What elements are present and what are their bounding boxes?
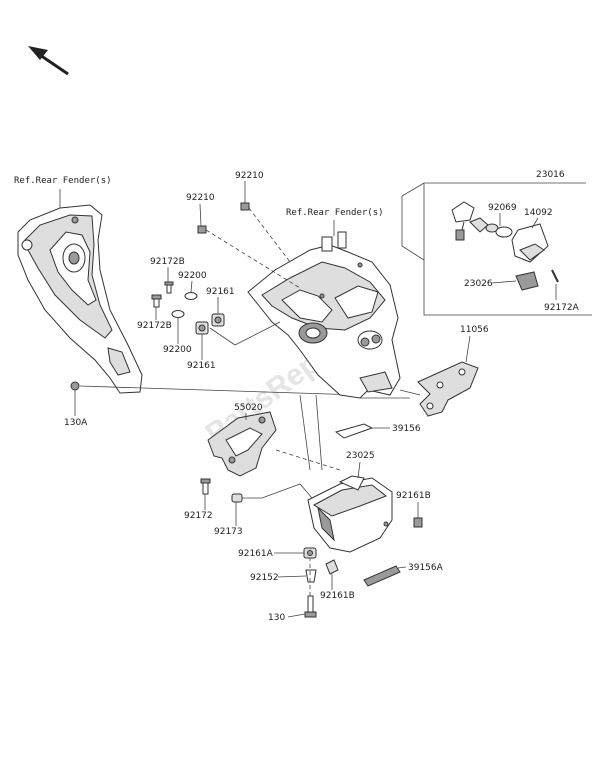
grommet-92161b-lower-part[interactable] — [325, 559, 339, 575]
arrow-up-left-icon — [28, 46, 69, 76]
bracket-55020-part[interactable] — [207, 411, 277, 477]
washer-92200-lower-part[interactable] — [171, 310, 185, 318]
label-ref-rear-fender-center: Ref.Rear Fender(s) — [286, 208, 384, 218]
label-130a: 130A — [64, 418, 88, 428]
label-39156: 39156 — [392, 424, 421, 434]
bracket-11056-part[interactable] — [417, 361, 479, 417]
grommet-92161-upper-part[interactable] — [211, 313, 225, 327]
license-light-socket-part[interactable] — [451, 201, 489, 241]
bolt-92172b-part[interactable] — [151, 294, 162, 308]
label-92210-upper: 92210 — [235, 171, 264, 181]
bolt-92172-part[interactable] — [200, 478, 211, 495]
label-92200-upper: 92200 — [178, 271, 207, 281]
label-92172b-upper: 92172B — [150, 257, 185, 267]
bolt-92172b-upper-part[interactable] — [164, 281, 174, 294]
label-92161b-right: 92161B — [396, 491, 431, 501]
label-23026: 23026 — [464, 279, 493, 289]
bolt-130a-part[interactable] — [70, 381, 80, 391]
label-11056: 11056 — [460, 325, 489, 335]
label-39156a: 39156A — [408, 563, 444, 573]
tail-light-23025-part[interactable] — [307, 475, 393, 553]
reflector-39156-part[interactable] — [334, 423, 374, 439]
collar-92152-part[interactable] — [305, 569, 317, 583]
label-55020: 55020 — [234, 403, 263, 413]
reflector-39156a-part[interactable] — [363, 565, 401, 587]
label-92161-lower: 92161 — [187, 361, 216, 371]
label-92173: 92173 — [214, 527, 243, 537]
bolt-130-part[interactable] — [304, 595, 317, 618]
label-ref-rear-fender-left: Ref.Rear Fender(s) — [14, 176, 112, 186]
label-92161-upper: 92161 — [206, 287, 235, 297]
washer-92200-upper-part[interactable] — [184, 292, 198, 300]
reflector-23026-part[interactable] — [515, 271, 539, 291]
label-92172b-lower: 92172B — [137, 321, 172, 331]
label-92152: 92152 — [250, 573, 279, 583]
collar-92173-part[interactable] — [231, 493, 243, 503]
lens-14092-part[interactable] — [511, 223, 549, 263]
rear-fender-center-part[interactable] — [247, 231, 401, 399]
label-92161a: 92161A — [238, 549, 274, 559]
label-23025: 23025 — [346, 451, 375, 461]
label-92210-lower: 92210 — [186, 193, 215, 203]
bulb-92069-part[interactable] — [485, 223, 513, 238]
clip-92210-lower-part[interactable] — [197, 225, 207, 234]
rear-fender-left-part[interactable] — [17, 204, 143, 394]
label-130: 130 — [268, 613, 285, 623]
label-92172a: 92172A — [544, 303, 580, 313]
grommet-92161a-part[interactable] — [303, 547, 317, 559]
label-92161b-lower: 92161B — [320, 591, 355, 601]
grommet-92161b-right-part[interactable] — [413, 517, 423, 528]
label-92069: 92069 — [488, 203, 517, 213]
label-14092: 14092 — [524, 208, 553, 218]
screw-92172a-part[interactable] — [551, 269, 559, 283]
license-light-box — [401, 182, 592, 316]
clip-92210-upper-part[interactable] — [240, 202, 250, 211]
grommet-92161-lower-part[interactable] — [195, 321, 209, 335]
label-23016: 23016 — [536, 170, 565, 180]
label-92200-lower: 92200 — [163, 345, 192, 355]
label-92172: 92172 — [184, 511, 213, 521]
